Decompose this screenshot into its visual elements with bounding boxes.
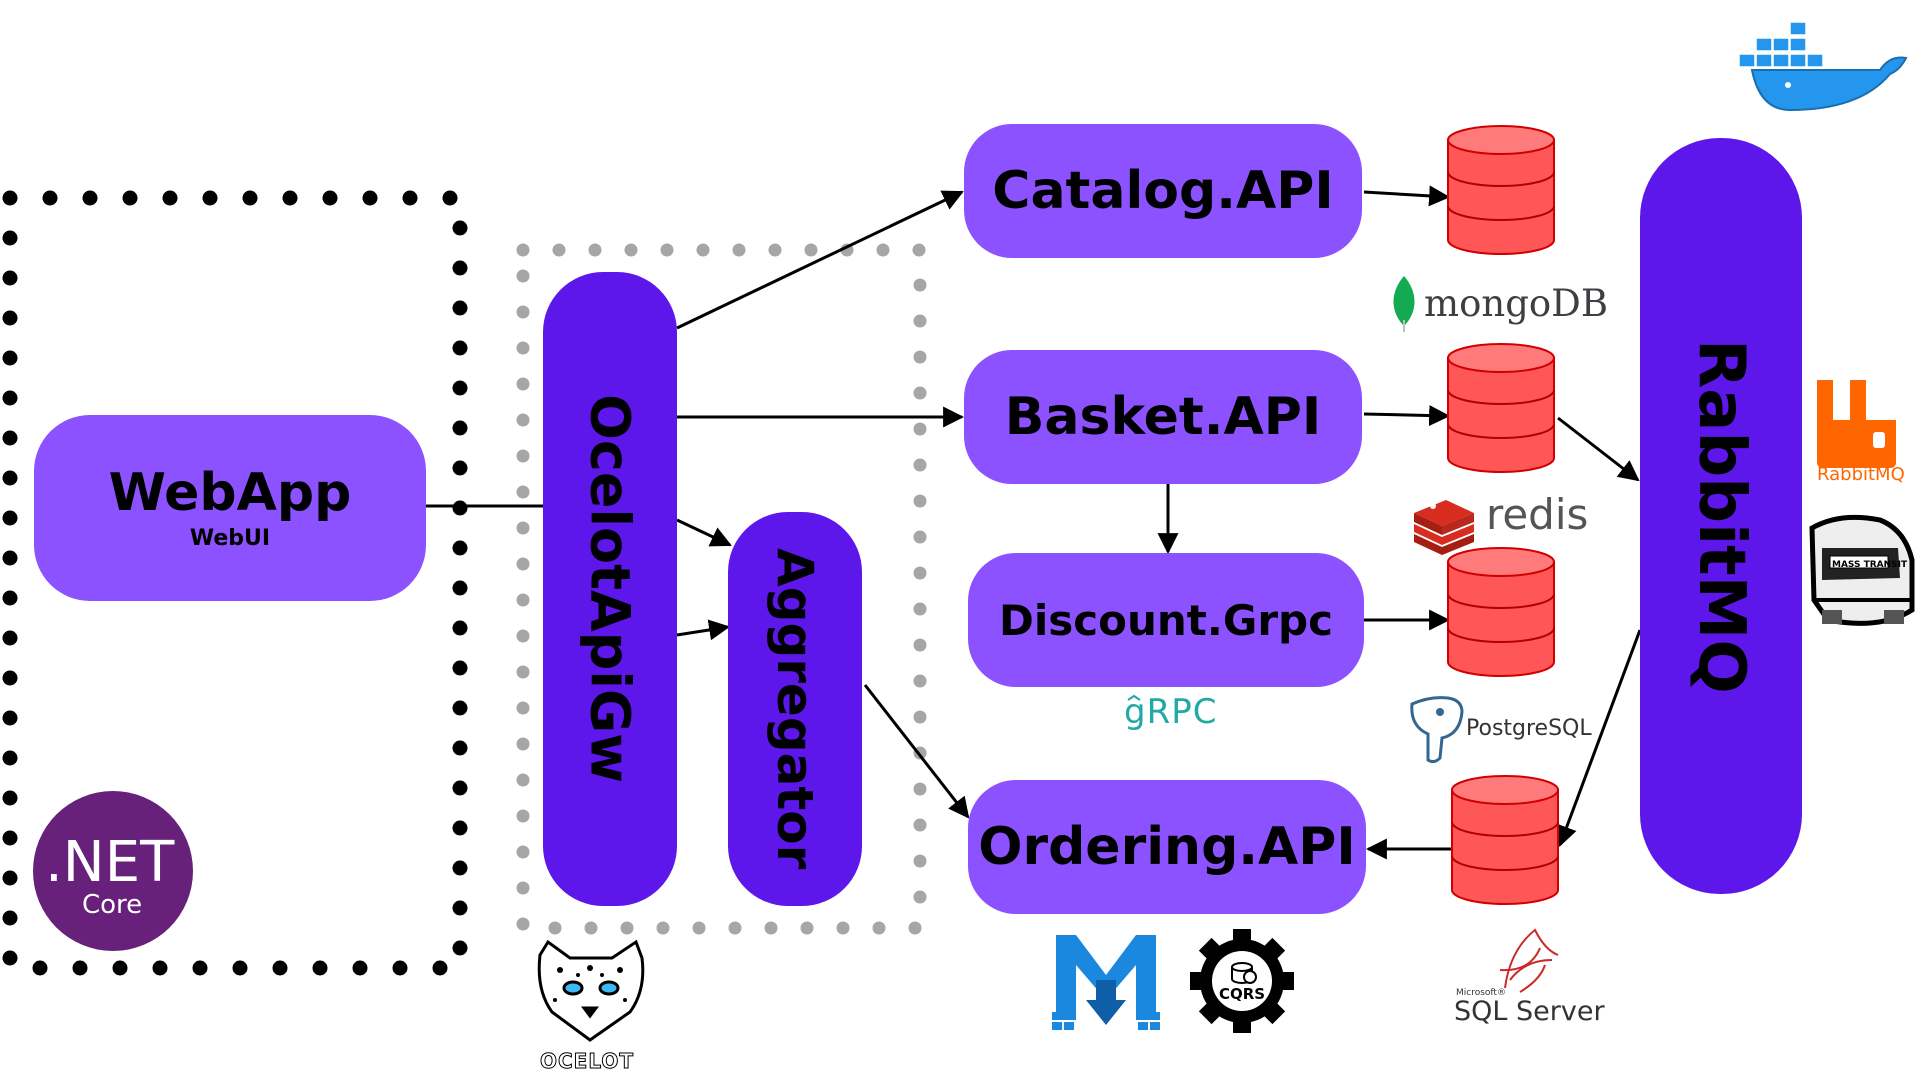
discount-database-icon: [1447, 547, 1555, 677]
sqlserver-small-text: Microsoft®: [1456, 988, 1506, 998]
webapp-node[interactable]: WebApp WebUI: [34, 415, 426, 601]
cqrs-logo-text: CQRS: [1219, 985, 1266, 1003]
rabbitmq-broker-node[interactable]: RabbitMQ: [1640, 138, 1802, 894]
ordering-api-label: Ordering.API: [978, 817, 1356, 877]
gateway-label: OcelotApiGw: [578, 394, 642, 784]
dotnet-logo-text: .NET: [45, 830, 175, 895]
sqlserver-logo-text: SQL Server: [1454, 996, 1605, 1027]
grpc-icon: [1127, 694, 1141, 701]
aggregator-node[interactable]: Aggregator: [728, 512, 862, 906]
catalog-database-icon: [1447, 125, 1555, 255]
aggregator-label: Aggregator: [766, 548, 824, 870]
mediatr-icon: [1052, 935, 1160, 1030]
connections: [425, 185, 1642, 860]
dotnet-core-text: Core: [82, 890, 143, 920]
rabbitmq-broker-label: RabbitMQ: [1684, 338, 1758, 694]
arrow-rabbitmq-ordering-db: [1556, 629, 1642, 847]
arrow-gateway-aggregator-2: [676, 619, 731, 641]
arrow-aggregator-ordering: [863, 684, 970, 819]
grpc-logo-text: gRPC: [1124, 692, 1218, 732]
ocelot-icon: [537, 939, 645, 1042]
mongodb-logo-text: mongoDB: [1424, 282, 1609, 325]
catalog-api-node[interactable]: Catalog.API: [964, 124, 1362, 258]
basket-api-node[interactable]: Basket.API: [964, 350, 1362, 484]
catalog-api-label: Catalog.API: [992, 161, 1334, 221]
arrow-basket-db: [1363, 405, 1451, 427]
gateway-node[interactable]: OcelotApiGw: [543, 272, 677, 906]
arrow-gateway-aggregator-1: [676, 518, 732, 547]
rabbitmq-icon: [1817, 380, 1896, 468]
docker-icon: [1738, 21, 1908, 112]
postgres-logo-text: PostgreSQL: [1466, 716, 1592, 741]
arrow-catalog-db: [1363, 185, 1451, 207]
cqrs-icon: [1190, 929, 1294, 1033]
dotnet-icon: [33, 791, 193, 951]
basket-api-label: Basket.API: [1004, 387, 1322, 447]
ocelot-logo-text: OCELOT: [539, 1049, 635, 1074]
webapp-title: WebApp: [108, 462, 352, 523]
ordering-api-node[interactable]: Ordering.API: [968, 780, 1366, 914]
redis-logo-text: redis: [1486, 490, 1589, 539]
rabbitmq-logo-text: RabbitMQ: [1817, 464, 1905, 485]
postgres-icon: [1410, 696, 1464, 764]
basket-database-icon: [1447, 343, 1555, 473]
redis-icon: [1414, 500, 1474, 555]
discount-grpc-label: Discount.Grpc: [999, 595, 1333, 645]
client-boundary: [2, 190, 468, 976]
webapp-subtitle: WebUI: [189, 526, 271, 552]
masstransit-icon: [1809, 514, 1915, 626]
sqlserver-icon: [1499, 928, 1559, 993]
mongodb-icon: [1393, 276, 1415, 326]
arrow-redis-rabbitmq: [1557, 416, 1640, 482]
discount-grpc-node[interactable]: Discount.Grpc: [968, 553, 1364, 687]
masstransit-logo-text: MASS TRANSIT: [1832, 560, 1908, 570]
ordering-database-icon: [1451, 775, 1559, 905]
arrow-gateway-catalog: [676, 190, 964, 330]
